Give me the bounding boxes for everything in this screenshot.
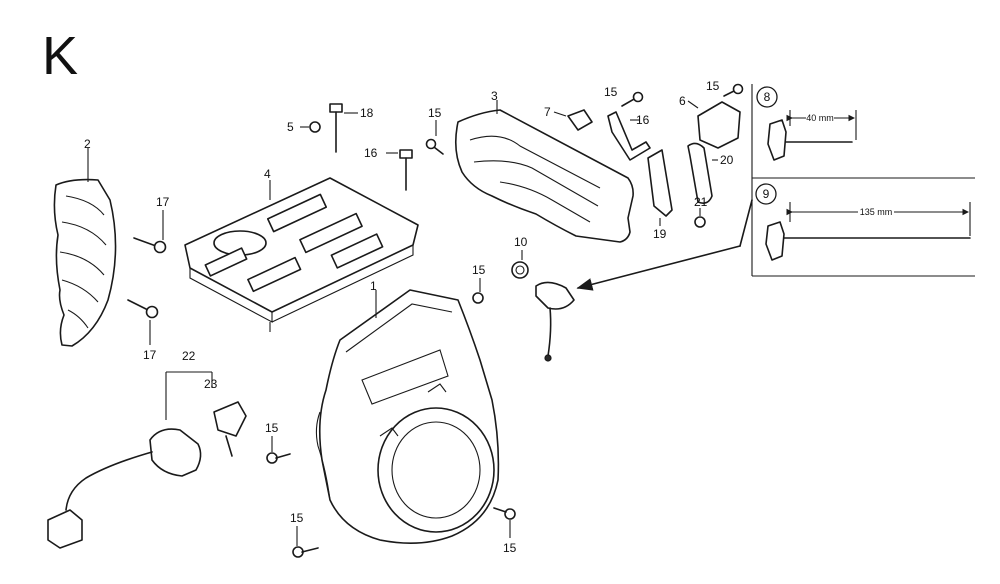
callout: 4: [264, 167, 271, 181]
callout: 16: [364, 146, 378, 160]
part-23-connector: [213, 401, 247, 457]
part-5-nut: [300, 121, 321, 133]
inset-frame: [751, 84, 975, 277]
part-18-bolt-upper: [329, 103, 358, 153]
oil-alert-switch: [535, 199, 753, 362]
part-17-bolt-upper: [133, 210, 167, 254]
inset-9-number: 9: [763, 187, 770, 201]
part-15-bolt-e: [266, 436, 291, 464]
callout: 17: [156, 195, 170, 209]
part-16-strap: [607, 111, 651, 161]
part-15-bolt-c: [723, 83, 744, 97]
callout: 15: [706, 79, 720, 93]
callout: 1: [370, 279, 377, 293]
callout: 17: [143, 348, 157, 362]
callout: 20: [720, 153, 734, 167]
part-15-bolt-g: [493, 507, 516, 538]
callout: 7: [544, 105, 551, 119]
callout: 15: [265, 421, 279, 435]
part-15-bolt-f: [292, 526, 319, 558]
part-15-bolt-d: [472, 278, 484, 304]
section-letter: K: [42, 26, 78, 86]
part-21-bolt: [694, 208, 706, 228]
part-19-bracket: [647, 149, 673, 226]
inset-8-dimension: 40 mm: [806, 113, 834, 123]
part-2-side-shroud: [53, 148, 117, 347]
inset-8: 8 40 mm: [756, 86, 857, 161]
callout: 15: [472, 263, 486, 277]
callout: 18: [360, 106, 374, 120]
part-18-bolt-lower: [386, 149, 413, 191]
part-1-fan-cover: [315, 289, 500, 544]
part-10-grommet: [511, 250, 529, 279]
callout: 3: [491, 89, 498, 103]
inset-8-number: 8: [764, 90, 771, 104]
callout: 10: [514, 235, 528, 249]
inset-9: 9 135 mm: [755, 183, 971, 261]
callout: 15: [428, 106, 442, 120]
callout: 23: [204, 377, 218, 391]
part-15-bolt-a: [425, 120, 444, 155]
callout: 15: [604, 85, 618, 99]
callout: 15: [290, 511, 304, 525]
callout: 6: [679, 94, 686, 108]
inset-9-dimension: 135 mm: [860, 207, 893, 217]
callout: 16: [636, 113, 650, 127]
part-3-cylinder-shroud: [454, 100, 634, 243]
part-17-bolt-lower: [127, 299, 159, 345]
part-15-bolt-b: [621, 91, 644, 107]
callout: 19: [653, 227, 667, 241]
callout: 22: [182, 349, 196, 363]
part-4-top-plate: [184, 177, 419, 332]
callout: 15: [503, 541, 517, 555]
part-6-switch-block: [687, 100, 741, 149]
part-20-tube: [687, 142, 718, 204]
part-7-clip: [553, 109, 593, 131]
callout: 2: [84, 137, 91, 151]
callout-labels: 1 2 3 4 5 6 7 10 15 15 15 15 15 15 15 16…: [84, 79, 734, 555]
callout: 5: [287, 120, 294, 134]
callout: 21: [694, 195, 708, 209]
part-22-ignition-coil: [47, 371, 213, 549]
